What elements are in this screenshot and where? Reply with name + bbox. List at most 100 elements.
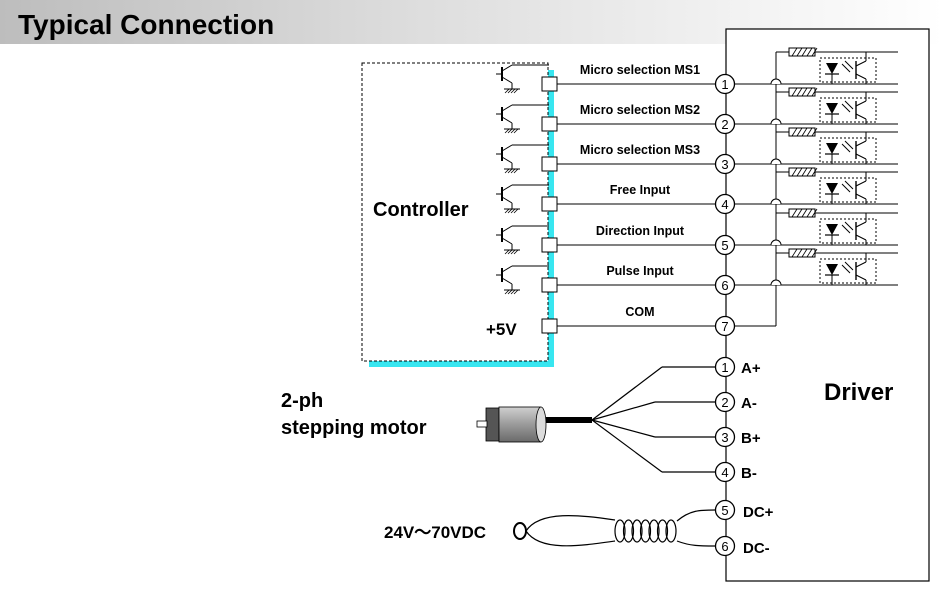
driver-box bbox=[725, 28, 930, 582]
cable-coil bbox=[614, 519, 626, 543]
transistor-emitter bbox=[501, 116, 513, 124]
transistor-emitter bbox=[501, 237, 513, 245]
phototransistor-emitter bbox=[855, 193, 867, 200]
phototransistor-collector bbox=[855, 100, 867, 107]
cable-coil bbox=[639, 519, 652, 543]
controller-terminal bbox=[541, 156, 558, 172]
motor-label-line2: stepping motor bbox=[281, 417, 427, 439]
signal-label: Direction Input bbox=[596, 224, 685, 238]
resistor-hatch bbox=[811, 87, 818, 97]
ground-hatch bbox=[510, 128, 516, 134]
led-icon bbox=[826, 264, 838, 275]
light-arrow bbox=[841, 264, 851, 274]
controller-terminal bbox=[541, 318, 558, 334]
power-lead-negative bbox=[676, 540, 716, 547]
ground-hatch bbox=[510, 249, 516, 255]
light-arrow bbox=[841, 224, 851, 234]
resistor-hatch bbox=[806, 248, 813, 258]
optocoupler bbox=[770, 47, 898, 85]
resistor-hatch bbox=[811, 208, 818, 218]
controller-label: Controller bbox=[373, 199, 469, 221]
transistor-icon bbox=[496, 104, 549, 134]
ground-hatch bbox=[510, 88, 516, 94]
opto-package bbox=[819, 97, 877, 123]
transistor-collector bbox=[501, 225, 513, 233]
power-cable-top bbox=[525, 515, 616, 532]
phototransistor-emitter bbox=[855, 113, 867, 120]
phototransistor-collector bbox=[855, 221, 867, 228]
supply-label: +5V bbox=[486, 320, 517, 339]
optocoupler-array bbox=[770, 47, 898, 286]
resistor-hatch bbox=[796, 208, 803, 218]
pin-circle bbox=[714, 113, 736, 135]
optocoupler bbox=[770, 248, 898, 286]
wire-crossing bbox=[770, 78, 782, 85]
motor-terminal-label: B+ bbox=[741, 430, 761, 447]
ground-hatch bbox=[513, 289, 519, 295]
motor-fan-wire bbox=[591, 419, 656, 438]
motor-fan-wire bbox=[591, 401, 656, 421]
pin-number: 2 bbox=[721, 395, 728, 410]
ground-hatch bbox=[507, 289, 513, 295]
power-terminal-label: DC+ bbox=[743, 504, 774, 521]
resistor-hatch bbox=[811, 167, 818, 177]
phototransistor-collector bbox=[855, 261, 867, 268]
opto-package bbox=[819, 218, 877, 244]
pin-number: 1 bbox=[721, 77, 728, 92]
pin-number: 2 bbox=[721, 117, 728, 132]
pin-circle bbox=[714, 153, 736, 175]
resistor-hatch bbox=[806, 208, 813, 218]
ground-hatch bbox=[513, 88, 519, 94]
resistor-hatch bbox=[791, 248, 798, 258]
signal-label: Micro selection MS1 bbox=[580, 63, 700, 77]
wire-crossing bbox=[770, 158, 782, 165]
motor-label-line1: 2-ph bbox=[281, 390, 323, 412]
cable-coil bbox=[648, 519, 660, 543]
resistor-hatch bbox=[791, 208, 798, 218]
opto-package bbox=[819, 137, 877, 163]
pin-number: 3 bbox=[721, 430, 728, 445]
motor-endcap bbox=[535, 406, 547, 443]
phototransistor-collector bbox=[855, 140, 867, 147]
light-arrow bbox=[844, 100, 854, 110]
phototransistor-emitter bbox=[855, 73, 867, 80]
pin-circle bbox=[714, 274, 736, 296]
pin-circle bbox=[714, 193, 736, 215]
resistor-hatch bbox=[801, 167, 808, 177]
pin-number: 6 bbox=[721, 539, 728, 554]
controller-terminal bbox=[541, 116, 558, 132]
led-icon bbox=[826, 224, 838, 235]
signal-label: Micro selection MS3 bbox=[580, 143, 700, 157]
resistor-hatch bbox=[811, 248, 818, 258]
resistor-hatch bbox=[791, 87, 798, 97]
light-arrow bbox=[844, 60, 854, 70]
light-arrow bbox=[841, 63, 851, 73]
wire-crossing bbox=[770, 118, 782, 125]
led-icon bbox=[826, 143, 838, 154]
light-arrow bbox=[841, 143, 851, 153]
ground-hatch bbox=[513, 128, 519, 134]
light-arrow bbox=[841, 183, 851, 193]
phototransistor-emitter bbox=[855, 153, 867, 160]
transistor-icon bbox=[496, 144, 549, 174]
pin-number: 5 bbox=[721, 238, 728, 253]
opto-package bbox=[819, 177, 877, 203]
cable-coil bbox=[665, 519, 677, 543]
resistor-hatch bbox=[801, 47, 808, 57]
ground-hatch bbox=[504, 128, 510, 134]
transistor-emitter bbox=[501, 156, 513, 164]
light-arrow bbox=[841, 103, 851, 113]
pin-circle bbox=[714, 315, 736, 337]
led-icon bbox=[826, 103, 838, 114]
pin-circle bbox=[714, 391, 736, 413]
optocoupler bbox=[770, 127, 898, 165]
resistor-hatch bbox=[796, 127, 803, 137]
ground-hatch bbox=[504, 208, 510, 214]
transistor-collector bbox=[501, 184, 513, 192]
wire-crossing bbox=[770, 279, 782, 286]
pin-number: 5 bbox=[721, 503, 728, 518]
ground-hatch bbox=[513, 208, 519, 214]
